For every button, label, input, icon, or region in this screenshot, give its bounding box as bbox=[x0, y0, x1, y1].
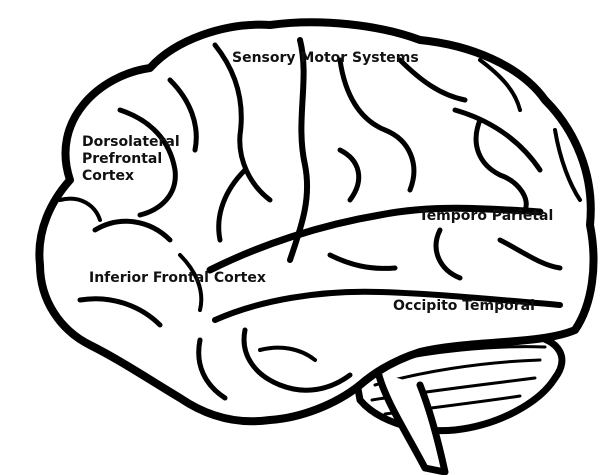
label-dlpfc-line-1: Dorsolateral bbox=[82, 134, 180, 151]
label-dlpfc-line-2: Prefrontal bbox=[82, 151, 180, 168]
label-occipito-temporal: Occipito Temporal bbox=[393, 298, 535, 315]
label-dorsolateral-prefrontal-cortex: Dorsolateral Prefrontal Cortex bbox=[82, 134, 180, 185]
label-temporo-parietal: Temporo Parietal bbox=[419, 208, 553, 225]
label-dlpfc-line-3: Cortex bbox=[82, 168, 180, 185]
label-sensory-motor-systems: Sensory Motor Systems bbox=[232, 50, 419, 67]
label-inferior-frontal-cortex: Inferior Frontal Cortex bbox=[89, 270, 266, 287]
